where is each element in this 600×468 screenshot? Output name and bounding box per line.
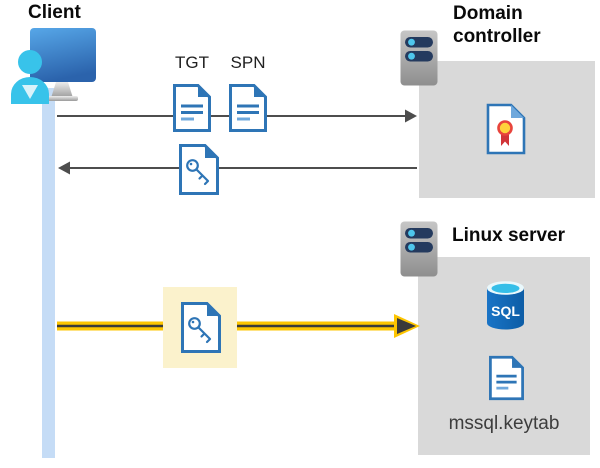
sql-database-icon: SQL (485, 279, 526, 333)
spn-label: SPN (230, 53, 266, 72)
certificate-icon (486, 103, 526, 155)
linux-server-label: Linux server (452, 225, 565, 246)
auth-arrow (55, 314, 421, 338)
client-user-icon (6, 26, 98, 104)
domain-controller-server-icon (400, 30, 438, 86)
auth-key-file-icon (180, 301, 222, 354)
spn-document-icon (228, 83, 268, 133)
domain-controller-label: Domain controller (453, 3, 541, 47)
response-key-file-icon (178, 143, 220, 196)
keytab-file-icon (488, 355, 525, 401)
sql-label: SQL (491, 303, 520, 319)
response-arrow (55, 158, 419, 178)
client-label: Client (28, 2, 81, 23)
linux-server-icon (400, 221, 438, 277)
client-lifeline (42, 88, 55, 458)
keytab-label: mssql.keytab (448, 413, 560, 434)
tgt-label: TGT (175, 53, 209, 72)
tgt-document-icon (172, 83, 212, 133)
